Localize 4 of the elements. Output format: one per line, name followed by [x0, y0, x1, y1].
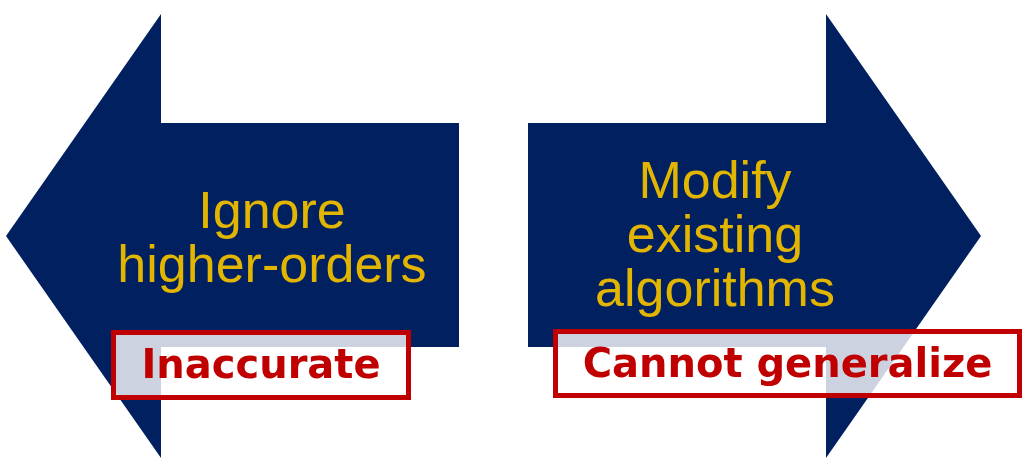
verdict-label: Inaccurate: [111, 330, 411, 400]
verdict-label: Cannot generalize: [553, 329, 1022, 398]
arrow-label: Ignore higher-orders: [116, 183, 428, 291]
arrow-label: Modify existing algorithms: [594, 153, 836, 315]
